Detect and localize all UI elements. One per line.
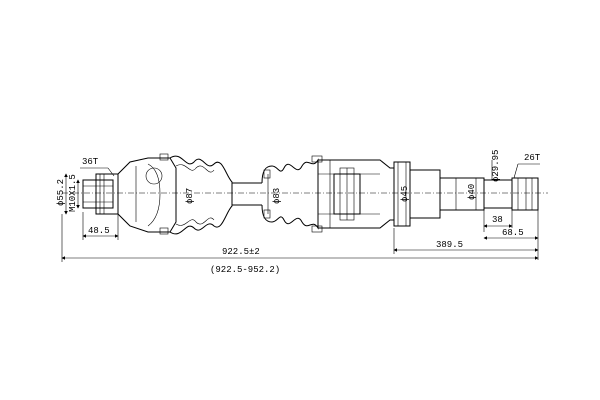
label-36t: 36T: [82, 157, 99, 167]
outer-cv-joint: [82, 153, 233, 235]
label-length-range: (922.5-952.2): [210, 265, 280, 275]
label-389-5: 389.5: [436, 240, 463, 250]
label-26t: 26T: [524, 153, 541, 163]
label-dia-87: ϕ87: [185, 188, 195, 204]
dimension-lines: [61, 160, 540, 262]
label-dia-40: ϕ40: [467, 184, 477, 200]
label-total-length: 922.5±2: [222, 247, 260, 257]
label-dia-55-2: ϕ55.2: [56, 179, 66, 206]
label-dia-83: ϕ83: [272, 188, 282, 204]
label-dia-29-95: ϕ29.95: [491, 150, 501, 182]
label-dia-45: ϕ45: [400, 186, 410, 202]
label-68-5: 68.5: [502, 228, 524, 238]
label-38: 38: [492, 215, 503, 225]
inner-cv-joint: [261, 155, 539, 233]
label-thread: M10X1.5: [68, 174, 78, 212]
shaft: [232, 182, 262, 206]
label-48-5: 48.5: [88, 226, 110, 236]
